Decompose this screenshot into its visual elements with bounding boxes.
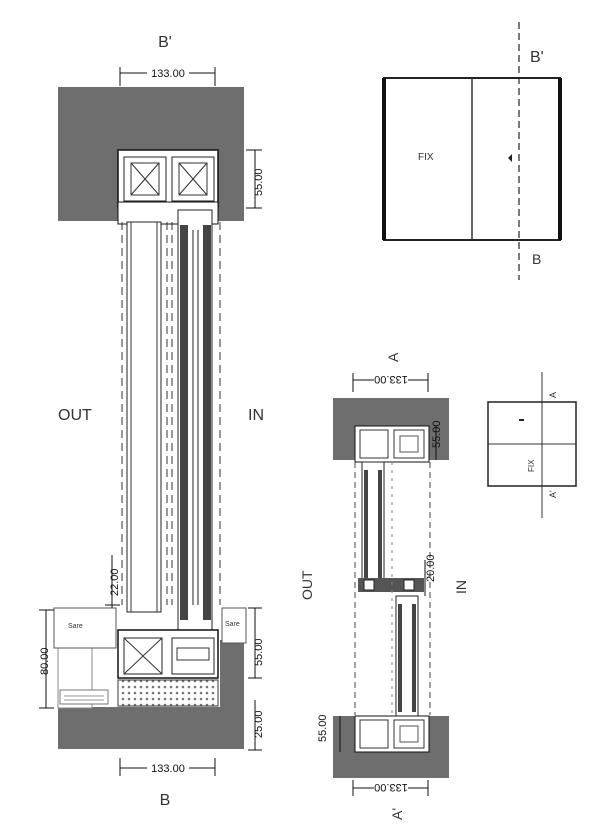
section-b-dim-right-top: 55.00 xyxy=(253,168,265,196)
section-b-in-label: IN xyxy=(248,407,264,424)
bottom-wall xyxy=(58,707,244,749)
section-a-dim-right-top: 55.00 xyxy=(431,420,443,448)
section-a-dim-top-width: 133.00 xyxy=(374,373,408,385)
section-b-top-label: B' xyxy=(158,34,172,51)
elevation-a-drawing: FIX A A' xyxy=(487,372,577,518)
elevation-a-cut-bottom: A' xyxy=(548,490,558,498)
section-b-out-label: OUT xyxy=(58,407,92,424)
section-b-dim-top-width: 133.00 xyxy=(151,68,185,80)
section-a-drawing: A 133.00 55.00 20.00 OUT IN xyxy=(299,352,469,820)
outer-fixed-glass xyxy=(126,221,162,613)
section-a-dim-left-bottom: 55.00 xyxy=(317,714,329,742)
section-b-note-right: Sare xyxy=(225,621,240,628)
section-a-dim-bottom-width: 133.00 xyxy=(374,781,408,793)
elevation-b-fix-label: FIX xyxy=(418,152,434,163)
section-b-dim-right-base: 25.00 xyxy=(253,710,265,738)
section-a-top-label: A xyxy=(385,352,401,362)
section-a-in-label: IN xyxy=(453,580,469,594)
section-b-bottom-label: B xyxy=(160,792,171,809)
elevation-a-cut-top: A xyxy=(548,392,558,398)
section-b-dim-left-height: 80.00 xyxy=(39,647,51,675)
section-b-dim-bottom-width: 133.00 xyxy=(151,763,185,775)
elevation-b-cut-top: B' xyxy=(530,49,544,66)
section-a-bottom-label: A' xyxy=(389,808,405,820)
elevation-b-drawing: FIX B' B xyxy=(382,22,562,280)
section-a-out-label: OUT xyxy=(299,570,315,600)
section-a-dim-mid: 20.00 xyxy=(425,554,437,582)
section-b-dim-left-gap: 22.00 xyxy=(109,568,121,596)
section-b-drawing: B' 133.00 55.00 OUT xyxy=(39,34,265,809)
elevation-b-cut-bottom: B xyxy=(532,251,541,267)
section-b-note-left: Sare xyxy=(68,623,83,630)
section-b-dim-right-bottom: 55.00 xyxy=(253,638,265,666)
sill-insulation xyxy=(117,679,219,707)
elevation-a-fix-label: FIX xyxy=(527,459,536,472)
